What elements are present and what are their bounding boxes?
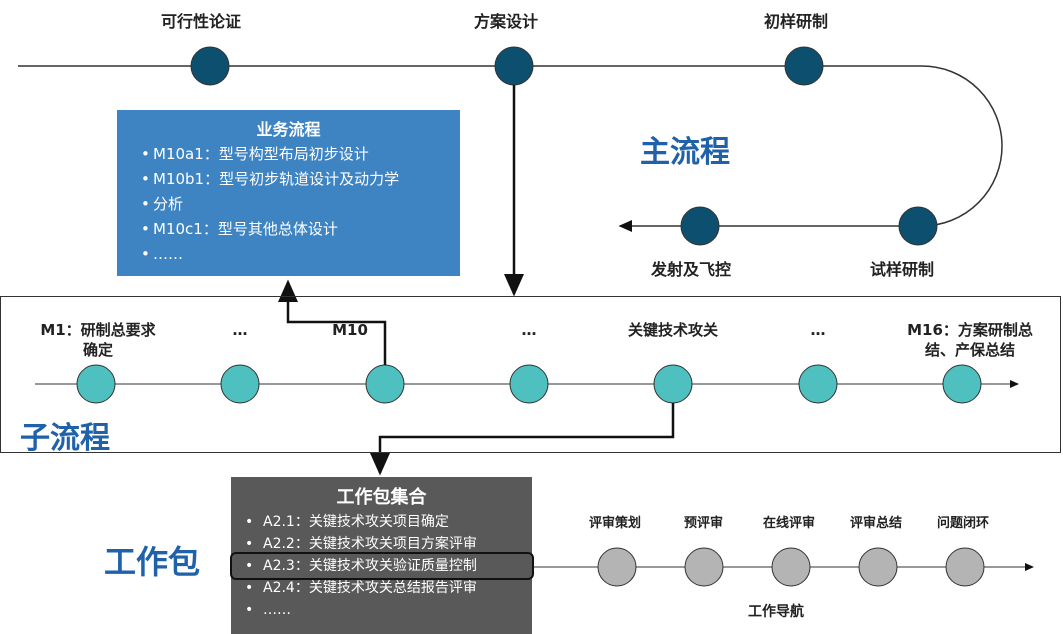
work-package-list: A2.1：关键技术攻关项目确定 A2.2：关键技术攻关项目方案评审 A2.3：关… — [239, 511, 524, 621]
work-package-item[interactable]: A2.2：关键技术攻关项目方案评审 — [243, 533, 524, 555]
work-package-item[interactable]: …… — [243, 599, 524, 621]
business-process-list: M10a1：型号构型布局初步设计 M10b1：型号初步轨道设计及动力学 分析 M… — [127, 142, 450, 267]
nav-node-prereview — [684, 547, 724, 587]
business-process-item: M10b1：型号初步轨道设计及动力学 — [141, 167, 450, 192]
nav-node-closure — [945, 547, 985, 587]
main-node-design — [494, 46, 534, 86]
business-process-box: 业务流程 M10a1：型号构型布局初步设计 M10b1：型号初步轨道设计及动力学… — [117, 110, 460, 276]
business-process-item: M10a1：型号构型布局初步设计 — [141, 142, 450, 167]
main-flow-title: 主流程 — [640, 135, 730, 170]
sub-node-label-text: M16：方案研制总 结、产保总结 — [907, 321, 1033, 359]
sub-node-label-6: … — [810, 321, 826, 339]
business-process-item-cont: 分析 — [141, 192, 450, 217]
sub-node-label-m10: M10 — [332, 321, 368, 339]
work-package-box: 工作包集合 A2.1：关键技术攻关项目确定 A2.2：关键技术攻关项目方案评审 … — [231, 477, 532, 634]
sub-node-label-2: … — [232, 321, 248, 339]
sub-node-label-key-tech: 关键技术攻关 — [627, 321, 718, 339]
main-stage-launch: 发射及飞控 — [651, 260, 732, 279]
main-stage-design: 方案设计 — [474, 12, 539, 31]
sub-flow-title: 子流程 — [20, 421, 110, 456]
sub-node-m16 — [942, 364, 982, 404]
sub-node-2 — [220, 364, 260, 404]
work-package-item[interactable]: A2.4：关键技术攻关总结报告评审 — [243, 577, 524, 599]
nav-step-closure: 问题闭环 — [937, 516, 990, 531]
business-process-item-text: 分析 — [153, 195, 184, 213]
nav-node-online — [771, 547, 811, 587]
main-node-prototype — [784, 46, 824, 86]
sub-flow-nodes — [76, 364, 982, 404]
work-package-title: 工作包 — [104, 543, 201, 581]
main-stage-prototype: 初样研制 — [764, 12, 829, 31]
main-node-feasibility — [190, 46, 230, 86]
business-process-title: 业务流程 — [256, 120, 321, 139]
work-package-item[interactable]: A2.1：关键技术攻关项目确定 — [243, 511, 524, 533]
business-process-item: M10c1：型号其他总体设计 — [141, 217, 450, 242]
sub-node-label-m16: M16：方案研制总 结、产保总结 — [895, 320, 1045, 360]
sub-node-6 — [798, 364, 838, 404]
work-package-set-title: 工作包集合 — [336, 487, 427, 508]
main-node-trial — [898, 206, 938, 246]
sub-node-m1 — [76, 364, 116, 404]
m10-to-business-arrow — [278, 279, 387, 365]
nav-node-plan — [597, 547, 637, 587]
work-package-highlight — [230, 552, 534, 580]
sub-node-label-m1: M1：研制总要求 确定 — [28, 320, 168, 360]
main-flow-curve — [921, 65, 1003, 227]
nav-step-plan: 评审策划 — [589, 516, 642, 531]
work-package-item-selected[interactable]: A2.3：关键技术攻关验证质量控制 — [243, 555, 524, 577]
main-stage-feasibility: 可行性论证 — [161, 12, 242, 31]
sub-node-label-text: M1：研制总要求 确定 — [40, 321, 156, 359]
nav-step-prereview: 预评审 — [684, 516, 724, 531]
sub-flow-frame — [0, 296, 1061, 453]
main-stage-trial: 试样研制 — [870, 260, 935, 279]
business-process-item: …… — [141, 242, 450, 267]
keytech-to-workpackage-arrow — [370, 403, 675, 476]
nav-step-summary: 评审总结 — [850, 516, 903, 531]
sub-node-4 — [509, 364, 549, 404]
nav-node-summary — [858, 547, 898, 587]
nav-step-online: 在线评审 — [763, 516, 816, 531]
main-node-launch — [680, 206, 720, 246]
work-navigation-title: 工作导航 — [748, 604, 804, 620]
sub-node-label-4: … — [521, 321, 537, 339]
